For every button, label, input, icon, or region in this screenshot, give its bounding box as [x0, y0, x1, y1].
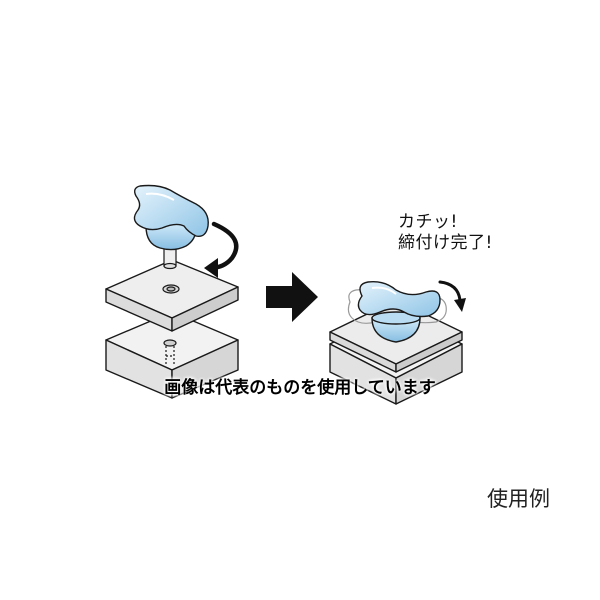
left-top-plate — [105, 259, 239, 332]
click-caption-line-1: カチッ! — [398, 212, 458, 232]
left-plate-hole — [162, 284, 180, 294]
click-caption-line-2: 締付け完了! — [398, 233, 493, 254]
usage-example-label: 使用例 — [487, 487, 550, 511]
left-base-hole — [163, 339, 177, 366]
right-knob — [357, 280, 441, 318]
click-complete-caption: カチッ! 締付け完了! — [398, 212, 493, 255]
direction-arrow — [266, 272, 318, 322]
left-rotation-arrow — [204, 221, 239, 278]
right-assembly — [329, 280, 466, 405]
left-knob — [133, 184, 209, 251]
left-assembly — [105, 184, 239, 399]
right-knob-collar — [371, 311, 421, 343]
representative-image-notice: 画像は代表のものを使用しています — [164, 378, 436, 398]
right-rotation-arrow — [438, 280, 466, 312]
